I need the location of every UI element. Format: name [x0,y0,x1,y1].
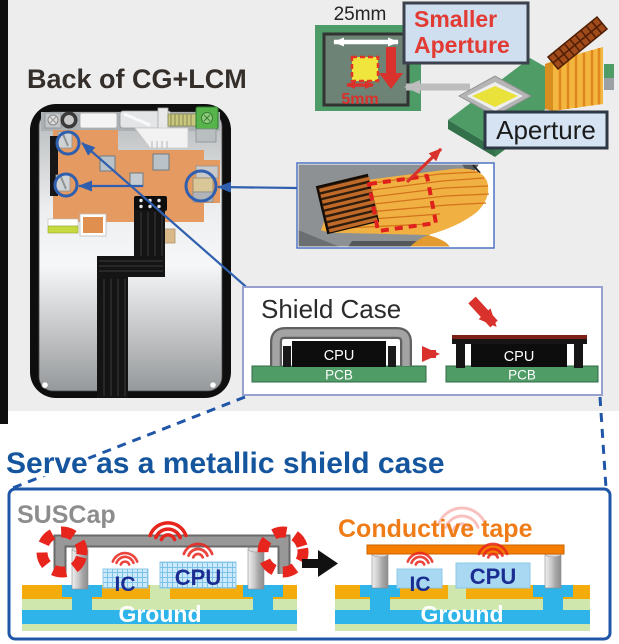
cpu-label: CPU [504,349,535,365]
conductive-tape-bar [366,544,565,555]
magnifier-circle-icon [55,130,81,156]
cpu-chip [455,562,531,589]
flex-traces [343,171,490,229]
callout-arrow-icon [217,181,298,193]
magnifier-circle-icon [53,172,79,198]
circled-component [192,177,214,193]
shield-case-panel: Shield Case CPU PCB CPU PCB [242,286,603,396]
cpu-chip [159,561,237,589]
ground-label: Ground [420,601,503,627]
dimension-label-5mm: 5mm [341,91,378,108]
screw-hole-icon [209,381,217,389]
back-of-cg-lcm-title: Back of CG+LCM [27,64,247,94]
red-pointer-arrow-icon [405,147,443,184]
phone-flex-ribbon [97,196,167,398]
shield-case-title: Shield Case [261,294,401,324]
attenuated-emission-arcs-icon [437,506,487,532]
ic-chip [396,568,443,589]
suscap-diagram: SUSCap Ground [17,501,309,631]
conductive-tape-label: Conductive tape [338,515,533,543]
shield-case-after: CPU PCB [445,296,599,383]
dashed-connector-line [9,395,246,491]
smaller-aperture-label-line2: Aperture [414,32,510,58]
cpu-label: CPU [175,565,221,590]
black-transition-arrow-icon [302,550,338,577]
cpu-label: CPU [324,348,355,364]
support-post [247,548,265,590]
ic-label: IC [115,573,136,596]
aperture-label: Aperture [496,115,596,145]
callout-arrow-icon [81,142,253,293]
dimension-label-25mm: 25mm [334,4,387,25]
aperture-comparison: 25mm 5mm [315,4,421,111]
flex-cable-photo [296,147,495,249]
emission-arcs-icon [477,542,509,559]
shield-case-before: CPU PCB [251,327,427,383]
flex-connector-comb [315,173,380,235]
leakage-burst-icon [257,526,309,578]
support-post [544,553,562,589]
section-heading: Serve as a metallic shield case [6,447,445,480]
phone-side-bar [50,136,58,196]
smaller-aperture-label-box: Smaller Aperture [402,1,530,65]
left-edge-bar [0,0,8,424]
leakage-burst-icon [36,526,88,578]
emission-arcs-icon [406,551,434,566]
conductive-tape-diagram: Conductive tape Ground [335,506,590,631]
phone-back-illustration [30,104,231,398]
emission-arcs-icon [182,542,214,559]
small-aperture-outline [350,55,380,83]
conductive-tape-lid [452,335,587,340]
red-highlight-arrow-icon [468,296,498,328]
pcb-label: PCB [508,368,536,383]
red-down-arrow-icon [379,47,403,89]
support-post [371,553,389,589]
smaller-aperture-label-line1: Smaller [414,6,497,32]
pcb-stack: Ground [22,585,297,631]
emission-arcs-icon [148,521,188,542]
magnifier-circle-icon [184,169,218,203]
aperture-window [472,86,518,107]
screw-hole-icon [41,381,49,389]
pcb-stack: Ground [335,585,590,631]
ic-label: IC [410,573,431,596]
cpu-label: CPU [470,564,516,589]
ic-chip [102,568,149,589]
ground-label: Ground [118,601,201,627]
copper-comb [546,15,609,71]
pcb-label: PCB [325,368,353,383]
emission-arcs-icon [111,551,139,566]
suscap-label: SUSCap [17,501,116,529]
aperture-label-box: Aperture [483,110,609,150]
